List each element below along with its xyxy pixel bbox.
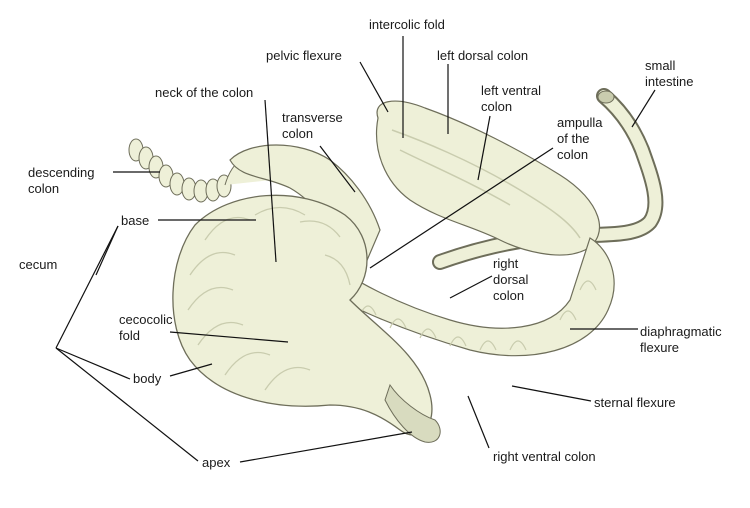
label-cecum: cecum (19, 257, 58, 272)
label-descending-colon: descending colon (28, 165, 95, 196)
small-intestine-end (597, 90, 615, 104)
left-colon-loop-shape (376, 100, 601, 256)
label-apex: apex (202, 455, 231, 470)
label-cecocolic-fold: cecocolic fold (119, 312, 173, 343)
label-intercolic-fold: intercolic fold (369, 17, 445, 32)
label-transverse-colon: transverse colon (282, 110, 343, 141)
descending-colon-shape (128, 138, 232, 203)
label-right-dorsal-colon: right dorsal colon (493, 256, 529, 303)
label-right-ventral-colon: right ventral colon (493, 449, 596, 464)
label-small-intestine: small intestine (645, 58, 694, 89)
label-body: body (133, 371, 162, 386)
label-left-dorsal-colon: left dorsal colon (437, 48, 529, 63)
leader-lines (55, 36, 656, 463)
label-pelvic-flexure: pelvic flexure (266, 48, 342, 63)
label-base: base (121, 213, 150, 228)
label-neck-of-the-colon: neck of the colon (155, 85, 254, 100)
label-left-ventral-colon: left ventral colon (481, 83, 541, 114)
label-ampulla-of-the-colon: ampulla of the colon (557, 115, 603, 162)
label-diaphragmatic-flexure: diaphragmatic flexure (640, 324, 722, 355)
label-sternal-flexure: sternal flexure (594, 395, 676, 410)
